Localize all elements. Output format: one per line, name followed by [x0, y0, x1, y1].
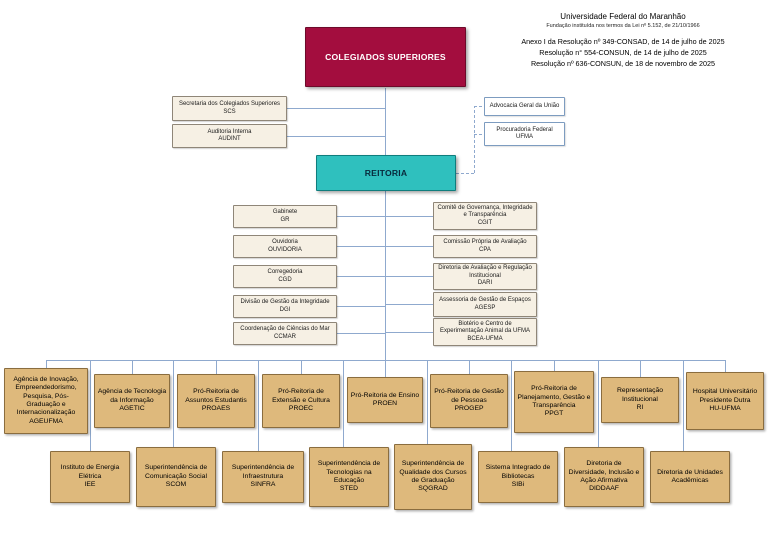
org-box-hu-ufma: Hospital Universitário Presidente Dutra …: [686, 372, 764, 430]
org-box-proaes: Pró-Reitoria de Assuntos Estudantis PROA…: [177, 374, 255, 428]
resolution-line-2: Resolução n° 554-CONSUN, de 14 de julho …: [539, 47, 707, 57]
org-box-bcea-ufma: Biotério e Centro de Experimentação Anim…: [433, 318, 537, 346]
org-box-sinfra: Superintendência de Infraestrutura SINFR…: [222, 451, 304, 503]
university-title: Universidade Federal do Maranhão: [560, 12, 686, 21]
org-box-progep: Pró-Reitoria de Gestão de Pessoas PROGEP: [430, 374, 508, 428]
org-box-sibi: Sistema Integrado de Bibliotecas SIBi: [478, 451, 558, 503]
org-box-cpa: Comissão Própria de Avaliação CPA: [433, 235, 537, 258]
org-box-cgit: Comitê de Governança, Integridade e Tran…: [433, 202, 537, 230]
org-box-sqgrad: Superintendência de Qualidade dos Cursos…: [394, 444, 472, 510]
org-box-dari: Diretoria de Avaliação e Regulação Insti…: [433, 263, 537, 290]
org-box-cgd: Corregedoria CGD: [233, 265, 337, 288]
resolution-line-3: Resolução nº 636-CONSUN, de 18 de novemb…: [530, 58, 716, 68]
org-box-procuradoria-federal: Procuradoria Federal UFMA: [484, 122, 565, 146]
org-box-diretoria-unidades-academicas: Diretoria de Unidades Acadêmicas: [650, 451, 730, 503]
org-box-diddaaf: Diretoria de Diversidade, Inclusão e Açã…: [564, 447, 644, 507]
org-box-dgi: Divisão de Gestão da Integridade DGI: [233, 295, 337, 318]
org-box-agu: Advocacia Geral da União: [484, 97, 565, 116]
org-box-agetic: Agência de Tecnologia da Informação AGET…: [94, 374, 170, 428]
org-box-gr: Gabinete GR: [233, 205, 337, 228]
org-box-proen: Pró-Reitoria de Ensino PROEN: [347, 377, 423, 423]
org-box-ppgt: Pró-Reitoria de Planejamento, Gestão e T…: [514, 371, 594, 433]
org-box-ageufma: Agência de Inovação, Empreendedorismo, P…: [4, 368, 88, 434]
document-header: Universidade Federal do Maranhão Fundaçã…: [480, 12, 766, 69]
org-box-iee: Instituto de Energia Elétrica IEE: [50, 451, 130, 503]
org-box-scs: Secretaria dos Colegiados Superiores SCS: [172, 96, 287, 121]
org-box-agesp: Assessoria de Gestão de Espaços AGESP: [433, 292, 537, 317]
org-box-colegiados-superiores: COLEGIADOS SUPERIORES: [305, 27, 466, 87]
org-box-ouvidoria: Ouvidoria OUVIDORIA: [233, 235, 337, 258]
org-box-sted: Superintendência de Tecnologias na Educa…: [309, 447, 389, 507]
resolution-line-1: Anexo I da Resolução nº 349-CONSAD, de 1…: [521, 37, 725, 46]
foundation-note: Fundação instituída nos termos da Lei nº…: [546, 23, 700, 29]
org-box-scom: Superintendência de Comunicação Social S…: [136, 447, 216, 507]
org-box-ccmar: Coordenação de Ciências do Mar CCMAR: [233, 322, 337, 345]
org-box-proec: Pró-Reitoria de Extensão e Cultura PROEC: [262, 374, 340, 428]
org-box-label: COLEGIADOS SUPERIORES: [325, 51, 446, 62]
org-box-label: REITORIA: [364, 167, 408, 178]
org-box-reitoria: REITORIA: [316, 155, 456, 191]
org-box-audint: Auditoria Interna AUDINT: [172, 124, 287, 148]
org-box-ri: Representação Institucional RI: [601, 377, 679, 423]
